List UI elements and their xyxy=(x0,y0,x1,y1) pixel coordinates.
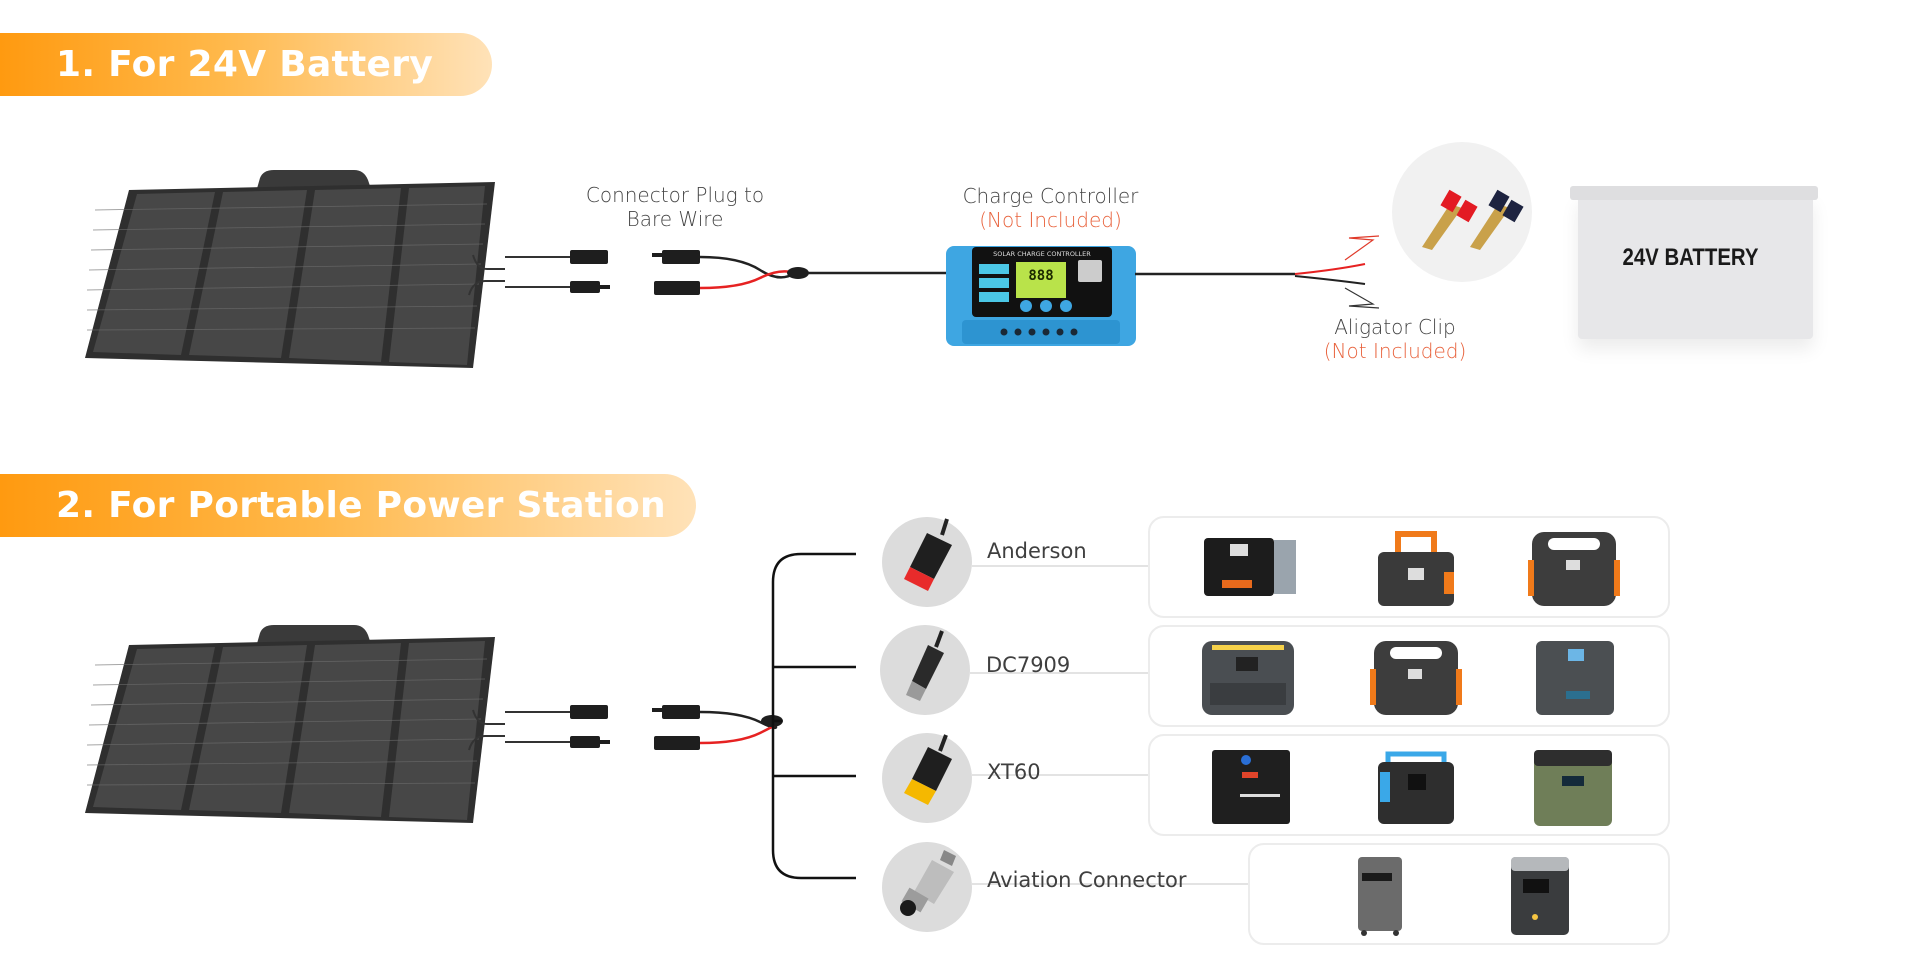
aligator-clip-red-outline-icon xyxy=(1344,235,1380,261)
mc4-connector-female-icon xyxy=(654,736,700,750)
power-station-gray-yellow-bar-icon xyxy=(1202,641,1294,715)
power-station-tall-wheeled-icon xyxy=(1358,857,1402,936)
solar-panel-image xyxy=(85,625,505,823)
connector-label-anderson: Anderson xyxy=(987,539,1087,563)
row-guide-line xyxy=(972,565,1148,567)
branch-bracket xyxy=(771,552,856,880)
branch-cable-diagram xyxy=(505,552,856,880)
power-station-orange-handle-icon xyxy=(1378,531,1454,606)
xt60-connector-circle xyxy=(882,733,972,823)
compatible-products-aviation xyxy=(1248,843,1670,945)
power-station-green-icon xyxy=(1534,750,1612,826)
xt60-plug-icon xyxy=(904,734,952,805)
dc7909-connector-circle xyxy=(880,625,970,715)
charge-controller-title: Charge Controller xyxy=(962,184,1139,208)
mc4-connector-female-icon xyxy=(570,250,608,264)
mc4-connector-male-icon xyxy=(662,705,700,719)
power-station-jackery-large-icon xyxy=(1528,532,1620,606)
section-header-portable-power-station: 2. For Portable Power Station xyxy=(0,474,696,537)
power-station-jackery-small-icon xyxy=(1370,641,1462,715)
controller-button xyxy=(1040,300,1052,312)
lcd-readout: 888 xyxy=(1028,268,1053,284)
not-included-note: (Not Included) xyxy=(979,208,1122,232)
anderson-connector-circle xyxy=(882,517,972,607)
connector-label-dc7909: DC7909 xyxy=(986,653,1071,677)
not-included-note: (Not Included) xyxy=(1323,339,1467,363)
solar-panel-image xyxy=(85,170,505,368)
connector-label-aviation: Aviation Connector xyxy=(987,868,1187,892)
connector-plug-label: Connector Plug to Bare Wire xyxy=(585,183,765,231)
aligator-clip-label: Aligator Clip (Not Included) xyxy=(1300,315,1490,363)
mc4-connector-male-icon xyxy=(570,281,600,293)
mc4-connector-female-icon xyxy=(570,705,608,719)
compatible-products-anderson xyxy=(1148,516,1670,618)
aligator-clip-photo xyxy=(1392,142,1532,282)
power-station-blue-handle-icon xyxy=(1378,751,1454,824)
power-station-black-cube-icon xyxy=(1212,750,1290,824)
mc4-connector-male-icon xyxy=(662,250,700,264)
section-header-24v-battery: 1. For 24V Battery xyxy=(0,33,492,96)
usb-port-icon xyxy=(1078,260,1102,282)
row-guide-line xyxy=(972,883,1248,885)
aligator-clip-icon xyxy=(1422,189,1524,250)
dc7909-plug-icon xyxy=(906,630,944,701)
controller-button xyxy=(1020,300,1032,312)
controller-face-text: SOLAR CHARGE CONTROLLER xyxy=(993,250,1091,258)
solar-panel-icon xyxy=(85,625,495,823)
y-branch-connector-icon xyxy=(787,267,809,279)
anderson-plug-icon xyxy=(904,518,952,591)
solar-panel-icon xyxy=(85,170,495,368)
compatible-products-xt60 xyxy=(1148,734,1670,836)
battery-image: 24V BATTERY xyxy=(1568,174,1818,344)
power-station-black-silver-icon xyxy=(1204,538,1296,596)
cable-assembly xyxy=(505,250,960,295)
clip-wires xyxy=(1135,235,1380,309)
power-station-bluetti-gray-icon xyxy=(1536,641,1614,715)
charge-controller-label: Charge Controller (Not Included) xyxy=(938,184,1163,232)
battery-label: 24V BATTERY xyxy=(1622,244,1759,271)
aligator-clip-black-outline-icon xyxy=(1344,287,1380,309)
mc4-connector-female-icon xyxy=(654,281,700,295)
charge-controller-image: SOLAR CHARGE CONTROLLER 888 xyxy=(946,246,1136,346)
aligator-clip-title: Aligator Clip xyxy=(1334,315,1456,339)
mc4-connector-male-icon xyxy=(570,736,600,748)
row-guide-line xyxy=(972,774,1148,776)
lcd-display xyxy=(1016,262,1066,298)
row-guide-line xyxy=(970,672,1148,674)
aviation-connector-circle xyxy=(882,842,972,932)
section-title: 2. For Portable Power Station xyxy=(56,485,666,526)
connector-label-xt60: XT60 xyxy=(987,760,1041,784)
controller-button xyxy=(1060,300,1072,312)
section-title: 1. For 24V Battery xyxy=(56,44,434,85)
aviation-connector-icon xyxy=(900,850,956,916)
compatible-products-dc7909 xyxy=(1148,625,1670,727)
power-station-ecoflow-delta-icon xyxy=(1511,857,1569,935)
